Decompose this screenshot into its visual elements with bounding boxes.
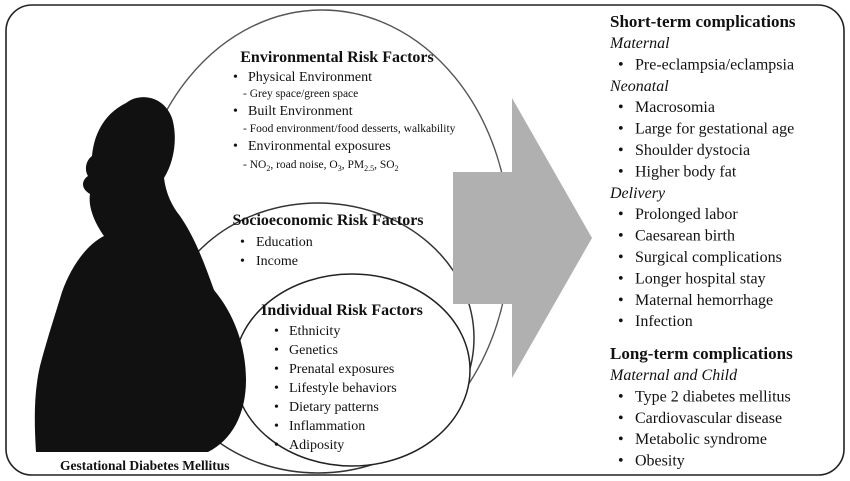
short-term-item: • Macrosomia bbox=[618, 99, 715, 116]
environmental-subitem: - Grey space/green space bbox=[243, 88, 358, 100]
short-term-item-label: Longer hospital stay bbox=[635, 270, 766, 287]
bullet-icon: • bbox=[618, 228, 624, 245]
long-term-item: • Cardiovascular disease bbox=[618, 410, 782, 427]
socioeconomic-title: Socioeconomic Risk Factors bbox=[232, 212, 423, 229]
individual-item-label: Inflammation bbox=[289, 419, 365, 434]
long-term-item: • Type 2 diabetes mellitus bbox=[618, 388, 791, 405]
individual-title: Individual Risk Factors bbox=[261, 302, 423, 319]
environmental-subitem: - Food environment/food desserts, walkab… bbox=[243, 123, 456, 135]
environmental-subitem-exposures: - NO2, road noise, O3, PM2.5, SO2 bbox=[243, 159, 399, 173]
individual-item-label: Ethnicity bbox=[289, 324, 340, 339]
long-term-item-label: Type 2 diabetes mellitus bbox=[635, 388, 791, 405]
short-term-group-label: Maternal bbox=[609, 35, 670, 52]
short-term-item: • Shoulder dystocia bbox=[618, 142, 750, 159]
individual-list: • Ethnicity • Genetics • Prenatal exposures • L… bbox=[274, 324, 397, 453]
long-term-item-label: Cardiovascular disease bbox=[635, 410, 782, 427]
socioeconomic-item: • Education bbox=[240, 235, 313, 250]
short-term-item-label: Pre-eclampsia/eclampsia bbox=[635, 56, 794, 73]
short-term-item-label: Caesarean birth bbox=[635, 228, 735, 245]
individual-item-label: Lifestyle behaviors bbox=[289, 381, 397, 396]
environmental-item: • Physical Environment bbox=[233, 70, 372, 85]
svg-text:Environmental exposures: Environmental exposures bbox=[248, 139, 391, 154]
short-term-item: • Maternal hemorrhage bbox=[618, 292, 773, 309]
short-term-item: • Infection bbox=[618, 313, 693, 330]
svg-text:Income: Income bbox=[256, 254, 298, 269]
bullet-icon: • bbox=[618, 56, 624, 73]
bullet-icon: • bbox=[618, 453, 624, 470]
short-term-item-label: Infection bbox=[635, 313, 693, 330]
short-term-item: • Pre-eclampsia/eclampsia bbox=[618, 56, 794, 73]
short-term-group-label: Neonatal bbox=[609, 78, 669, 95]
svg-text:•: • bbox=[233, 139, 238, 154]
bullet-icon: • bbox=[618, 313, 624, 330]
bullet-icon: • bbox=[618, 292, 624, 309]
long-term-item: • Metabolic syndrome bbox=[618, 431, 767, 448]
short-term-title: Short-term complications bbox=[610, 12, 796, 31]
individual-item-label: Genetics bbox=[289, 343, 338, 358]
bullet-icon: • bbox=[274, 438, 279, 453]
short-term-item-label: Large for gestational age bbox=[635, 121, 794, 138]
bullet-icon: • bbox=[618, 270, 624, 287]
bullet-icon: • bbox=[618, 99, 624, 116]
short-term-item-label: Maternal hemorrhage bbox=[635, 292, 773, 309]
svg-text:•: • bbox=[240, 235, 245, 250]
short-term-item-label: Surgical complications bbox=[635, 249, 782, 266]
individual-item-label: Dietary patterns bbox=[289, 400, 379, 415]
individual-item: • Dietary patterns bbox=[274, 400, 379, 415]
svg-text:Physical Environment: Physical Environment bbox=[248, 70, 372, 85]
bullet-icon: • bbox=[274, 362, 279, 377]
short-term-item-label: Shoulder dystocia bbox=[635, 142, 750, 159]
environmental-item: • Environmental exposures bbox=[233, 139, 391, 154]
short-term-item: • Longer hospital stay bbox=[618, 270, 766, 287]
right-arrow-icon bbox=[453, 98, 592, 378]
environmental-title: Environmental Risk Factors bbox=[240, 49, 433, 66]
short-term-item-label: Higher body fat bbox=[635, 163, 737, 180]
short-term-item: • Caesarean birth bbox=[618, 228, 735, 245]
svg-text:Education: Education bbox=[256, 235, 313, 250]
bullet-icon: • bbox=[274, 343, 279, 358]
short-term-item: • Surgical complications bbox=[618, 249, 782, 266]
individual-item: • Inflammation bbox=[274, 419, 365, 434]
bullet-icon: • bbox=[618, 431, 624, 448]
bullet-icon: • bbox=[618, 142, 624, 159]
bullet-icon: • bbox=[274, 419, 279, 434]
long-term-group-label: Maternal and Child bbox=[609, 367, 738, 384]
bullet-icon: • bbox=[618, 206, 624, 223]
svg-text:•: • bbox=[233, 70, 238, 85]
long-term-item-label: Metabolic syndrome bbox=[635, 431, 767, 448]
bullet-icon: • bbox=[274, 324, 279, 339]
bullet-icon: • bbox=[274, 400, 279, 415]
bullet-icon: • bbox=[618, 410, 624, 427]
pregnant-woman-silhouette-icon bbox=[34, 97, 246, 452]
individual-item-label: Prenatal exposures bbox=[289, 362, 394, 377]
long-term-item-label: Obesity bbox=[635, 453, 685, 470]
environmental-item: • Built Environment bbox=[233, 104, 353, 119]
short-term-item-label: Macrosomia bbox=[635, 99, 715, 116]
individual-item: • Ethnicity bbox=[274, 324, 340, 339]
individual-item: • Adiposity bbox=[274, 438, 344, 453]
svg-text:•: • bbox=[233, 104, 238, 119]
bullet-icon: • bbox=[618, 388, 624, 405]
socioeconomic-item: • Income bbox=[240, 254, 298, 269]
long-term-item: • Obesity bbox=[618, 453, 685, 470]
bullet-icon: • bbox=[618, 249, 624, 266]
svg-text:Built Environment: Built Environment bbox=[248, 104, 353, 119]
long-term-title: Long-term complications bbox=[610, 344, 793, 363]
individual-item: • Prenatal exposures bbox=[274, 362, 394, 377]
short-term-item-label: Prolonged labor bbox=[635, 206, 738, 223]
svg-text:•: • bbox=[240, 254, 245, 269]
short-term-item: • Large for gestational age bbox=[618, 121, 794, 138]
individual-item: • Genetics bbox=[274, 343, 338, 358]
short-term-item: • Higher body fat bbox=[618, 163, 737, 180]
bullet-icon: • bbox=[618, 121, 624, 138]
bullet-icon: • bbox=[274, 381, 279, 396]
gdm-caption: Gestational Diabetes Mellitus bbox=[60, 458, 229, 473]
short-term-item: • Prolonged labor bbox=[618, 206, 738, 223]
individual-item-label: Adiposity bbox=[289, 438, 344, 453]
bullet-icon: • bbox=[618, 163, 624, 180]
individual-item: • Lifestyle behaviors bbox=[274, 381, 397, 396]
short-term-group-label: Delivery bbox=[609, 185, 666, 202]
